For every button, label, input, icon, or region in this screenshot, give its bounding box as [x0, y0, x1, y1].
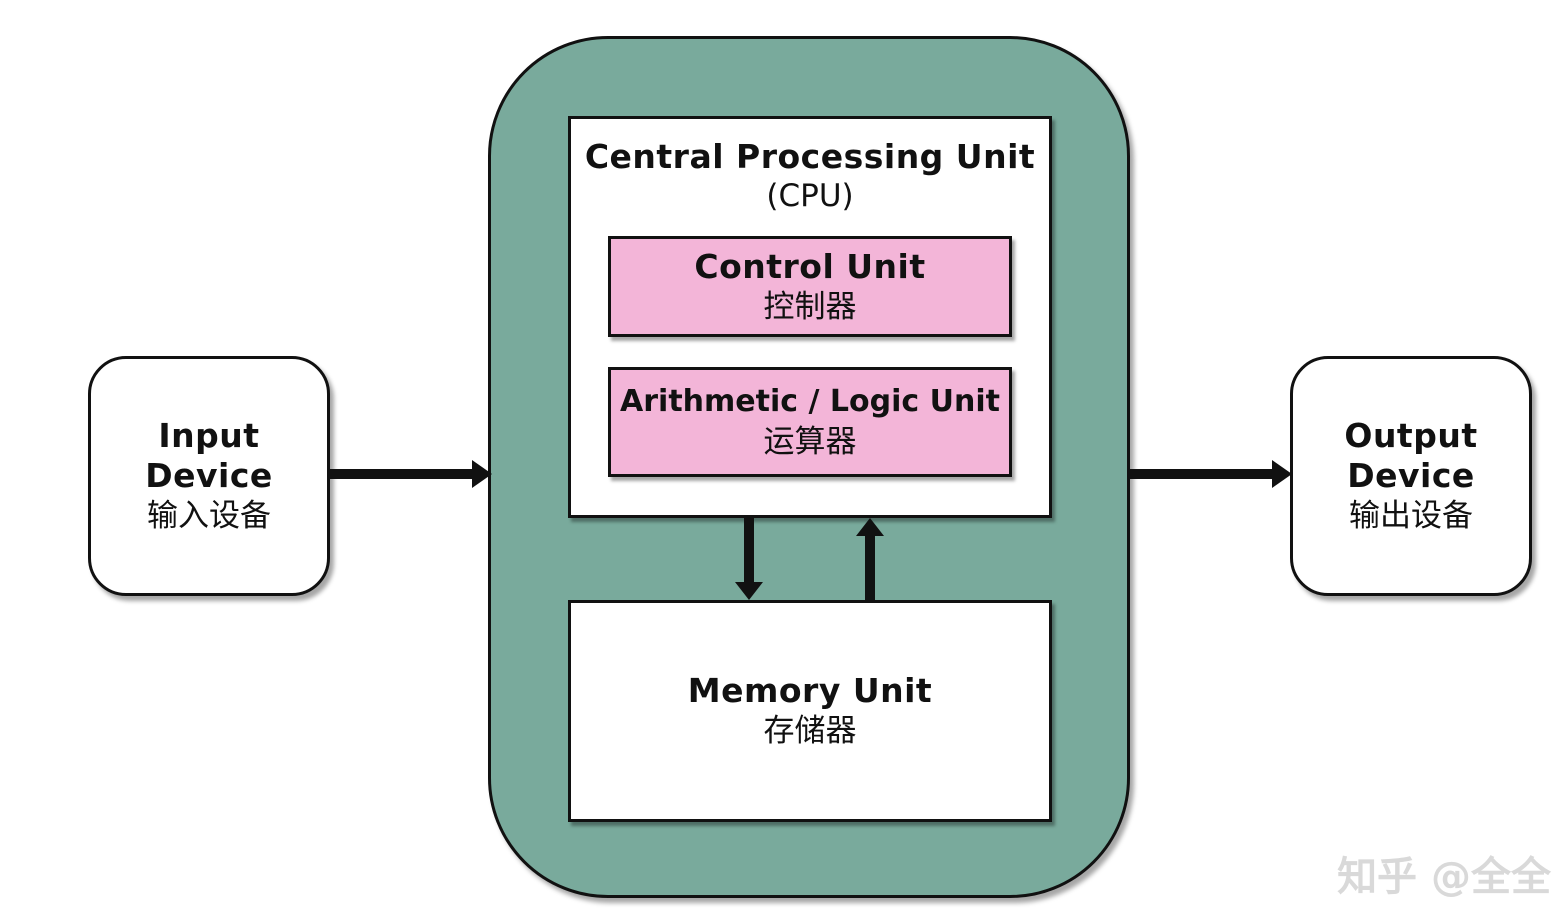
memory-unit-box: Memory Unit 存储器	[568, 600, 1052, 822]
watermark: 知乎 @全全	[1337, 854, 1551, 900]
memory-to-cpu-arrow	[856, 518, 884, 600]
alu-title: Arithmetic / Logic Unit	[620, 384, 1000, 419]
cpu-abbr: (CPU)	[766, 178, 854, 214]
control-unit-subtitle: 控制器	[763, 288, 857, 325]
memory-unit-title: Memory Unit	[687, 671, 933, 710]
memory-unit-subtitle: 存储器	[763, 713, 857, 749]
control-unit-box: Control Unit 控制器	[608, 236, 1012, 337]
input-device-subtitle: 输入设备	[147, 498, 271, 534]
cpu-title: Central Processing Unit	[584, 137, 1036, 176]
input-device-title-2: Device	[145, 456, 273, 495]
control-unit-title: Control Unit	[694, 246, 926, 286]
alu-box: Arithmetic / Logic Unit 运算器	[608, 367, 1012, 477]
cpu-heading: Central Processing Unit (CPU)	[570, 137, 1050, 215]
input-to-computer-arrow	[330, 460, 492, 488]
output-device-title-1: Output	[1344, 416, 1478, 455]
cpu-to-memory-arrow	[735, 518, 763, 600]
output-device-title-2: Device	[1347, 456, 1475, 495]
input-device-box: Input Device 输入设备	[88, 356, 330, 596]
output-device-box: Output Device 输出设备	[1290, 356, 1532, 596]
output-device-subtitle: 输出设备	[1349, 498, 1473, 534]
input-device-title-1: Input	[158, 416, 260, 455]
computer-to-output-arrow	[1130, 460, 1292, 488]
alu-subtitle: 运算器	[763, 424, 857, 460]
